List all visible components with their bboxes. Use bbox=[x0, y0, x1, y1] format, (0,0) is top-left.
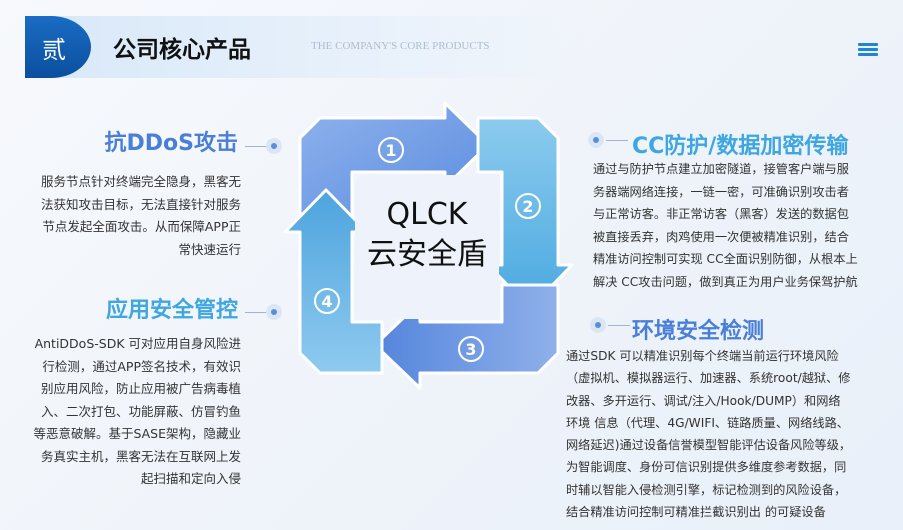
bullet-dot-icon bbox=[266, 304, 282, 320]
feature-description: 服务节点针对终端完全隐身，黑客无法获知攻击目标，无法直接针对服务节点发起全面攻击… bbox=[40, 174, 241, 257]
center-box bbox=[355, 175, 499, 319]
feature-title: 环境安全检测 bbox=[632, 319, 765, 344]
step-number: 3 bbox=[458, 336, 484, 362]
feature-description: 通过与防护节点建立加密隧道，接管客户端与服务器端网络连接，一链一密，可准确识别攻… bbox=[593, 162, 858, 289]
bullet-dot-icon bbox=[590, 317, 606, 333]
arrow-step-4 bbox=[283, 188, 384, 375]
feature-description: 通过SDK 可以精准识别每个终端当前运行环境风险（虚拟机、模拟器运行、加速器、系… bbox=[566, 349, 852, 520]
feature-title: 应用安全管控 bbox=[105, 298, 238, 323]
connector-line bbox=[606, 140, 628, 141]
feature-description: AntiDDoS-SDK 可对应用自身风险进行检测，通过APP签名技术，有效识别… bbox=[33, 336, 241, 486]
bullet-dot-icon bbox=[266, 138, 282, 154]
connector-line bbox=[245, 146, 267, 147]
connector-line bbox=[608, 325, 630, 326]
connector-line bbox=[245, 312, 267, 313]
section-header: 贰 公司核心产品 THE COMPANY'S CORE PRODUCTS bbox=[25, 16, 595, 78]
bullet-dot-icon bbox=[588, 132, 604, 148]
page-subtitle: THE COMPANY'S CORE PRODUCTS bbox=[311, 40, 490, 52]
step-number: 4 bbox=[314, 288, 340, 314]
feature-title: 抗DDoS攻击 bbox=[104, 131, 238, 156]
step-number: 1 bbox=[378, 137, 404, 163]
page-title: 公司核心产品 bbox=[113, 36, 251, 63]
feature-title: CC防护/数据加密传输 bbox=[632, 134, 849, 159]
hamburger-menu-icon[interactable] bbox=[858, 43, 878, 57]
step-number: 2 bbox=[515, 193, 541, 219]
section-number-badge: 贰 bbox=[25, 16, 91, 78]
